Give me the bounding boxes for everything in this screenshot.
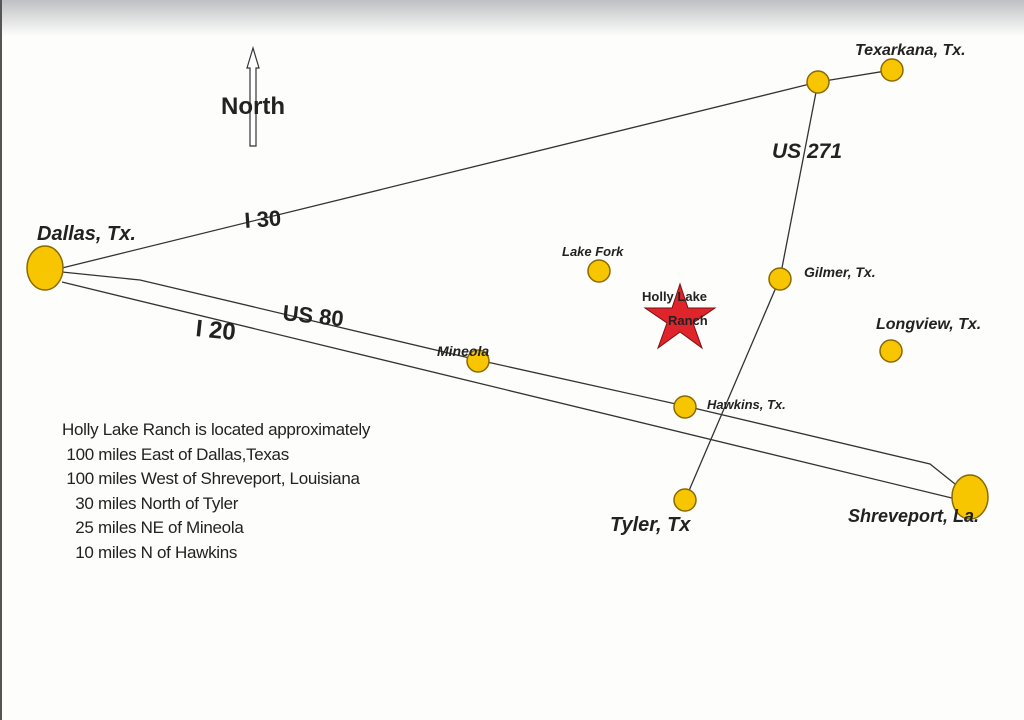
road-i20	[61, 281, 961, 501]
info-line: 25 miles NE of Mineola	[62, 518, 244, 537]
star-icon	[643, 282, 717, 350]
city-marker-hawkins	[673, 395, 697, 419]
city-label-dallas: Dallas, Tx.	[37, 223, 136, 245]
destination-label-line2: Ranch	[668, 313, 708, 328]
city-label-mineola: Mineola	[437, 343, 489, 359]
road-label-i20: I 20	[194, 315, 237, 346]
city-label-texarkana: Texarkana, Tx.	[855, 42, 966, 59]
city-label-hawkins: Hawkins, Tx.	[707, 397, 786, 412]
city-marker-mineola	[466, 349, 490, 373]
road-label-us271: US 271	[772, 140, 842, 163]
info-line: 10 miles N of Hawkins	[62, 542, 238, 562]
north-label: North	[221, 93, 285, 120]
info-line: 100 miles West of Shreveport, Louisiana	[62, 469, 360, 488]
left-border	[0, 0, 2, 720]
city-label-longview: Longview, Tx.	[876, 316, 981, 333]
road-label-i30: I 30	[244, 205, 282, 232]
location-info: Holly Lake Ranch is located approximatel…	[62, 418, 370, 565]
city-marker-texarkana-junction	[806, 70, 830, 94]
top-shade	[0, 0, 1024, 36]
city-marker-dallas	[26, 245, 64, 291]
city-marker-shreveport	[951, 474, 989, 520]
city-label-gilmer: Gilmer, Tx.	[804, 264, 876, 280]
destination-label-line1: Holly Lake	[642, 289, 707, 304]
info-title: Holly Lake Ranch is located approximatel…	[62, 420, 371, 439]
city-marker-tyler	[673, 488, 697, 512]
road-label-us80: US 80	[281, 300, 344, 331]
info-line: 30 miles North of Tyler	[62, 493, 239, 513]
city-label-lake-fork: Lake Fork	[562, 244, 624, 259]
city-marker-texarkana	[880, 58, 904, 82]
city-label-shreveport: Shreveport, La.	[848, 506, 979, 526]
north-arrow-icon	[246, 45, 260, 147]
city-marker-gilmer	[768, 267, 792, 291]
city-marker-lake-fork	[587, 259, 611, 283]
info-line: 100 miles East of Dallas,Texas	[62, 444, 289, 464]
road-us80	[61, 271, 966, 493]
road-i30	[61, 69, 893, 269]
city-label-tyler: Tyler, Tx	[610, 514, 691, 536]
city-marker-longview	[879, 339, 903, 363]
